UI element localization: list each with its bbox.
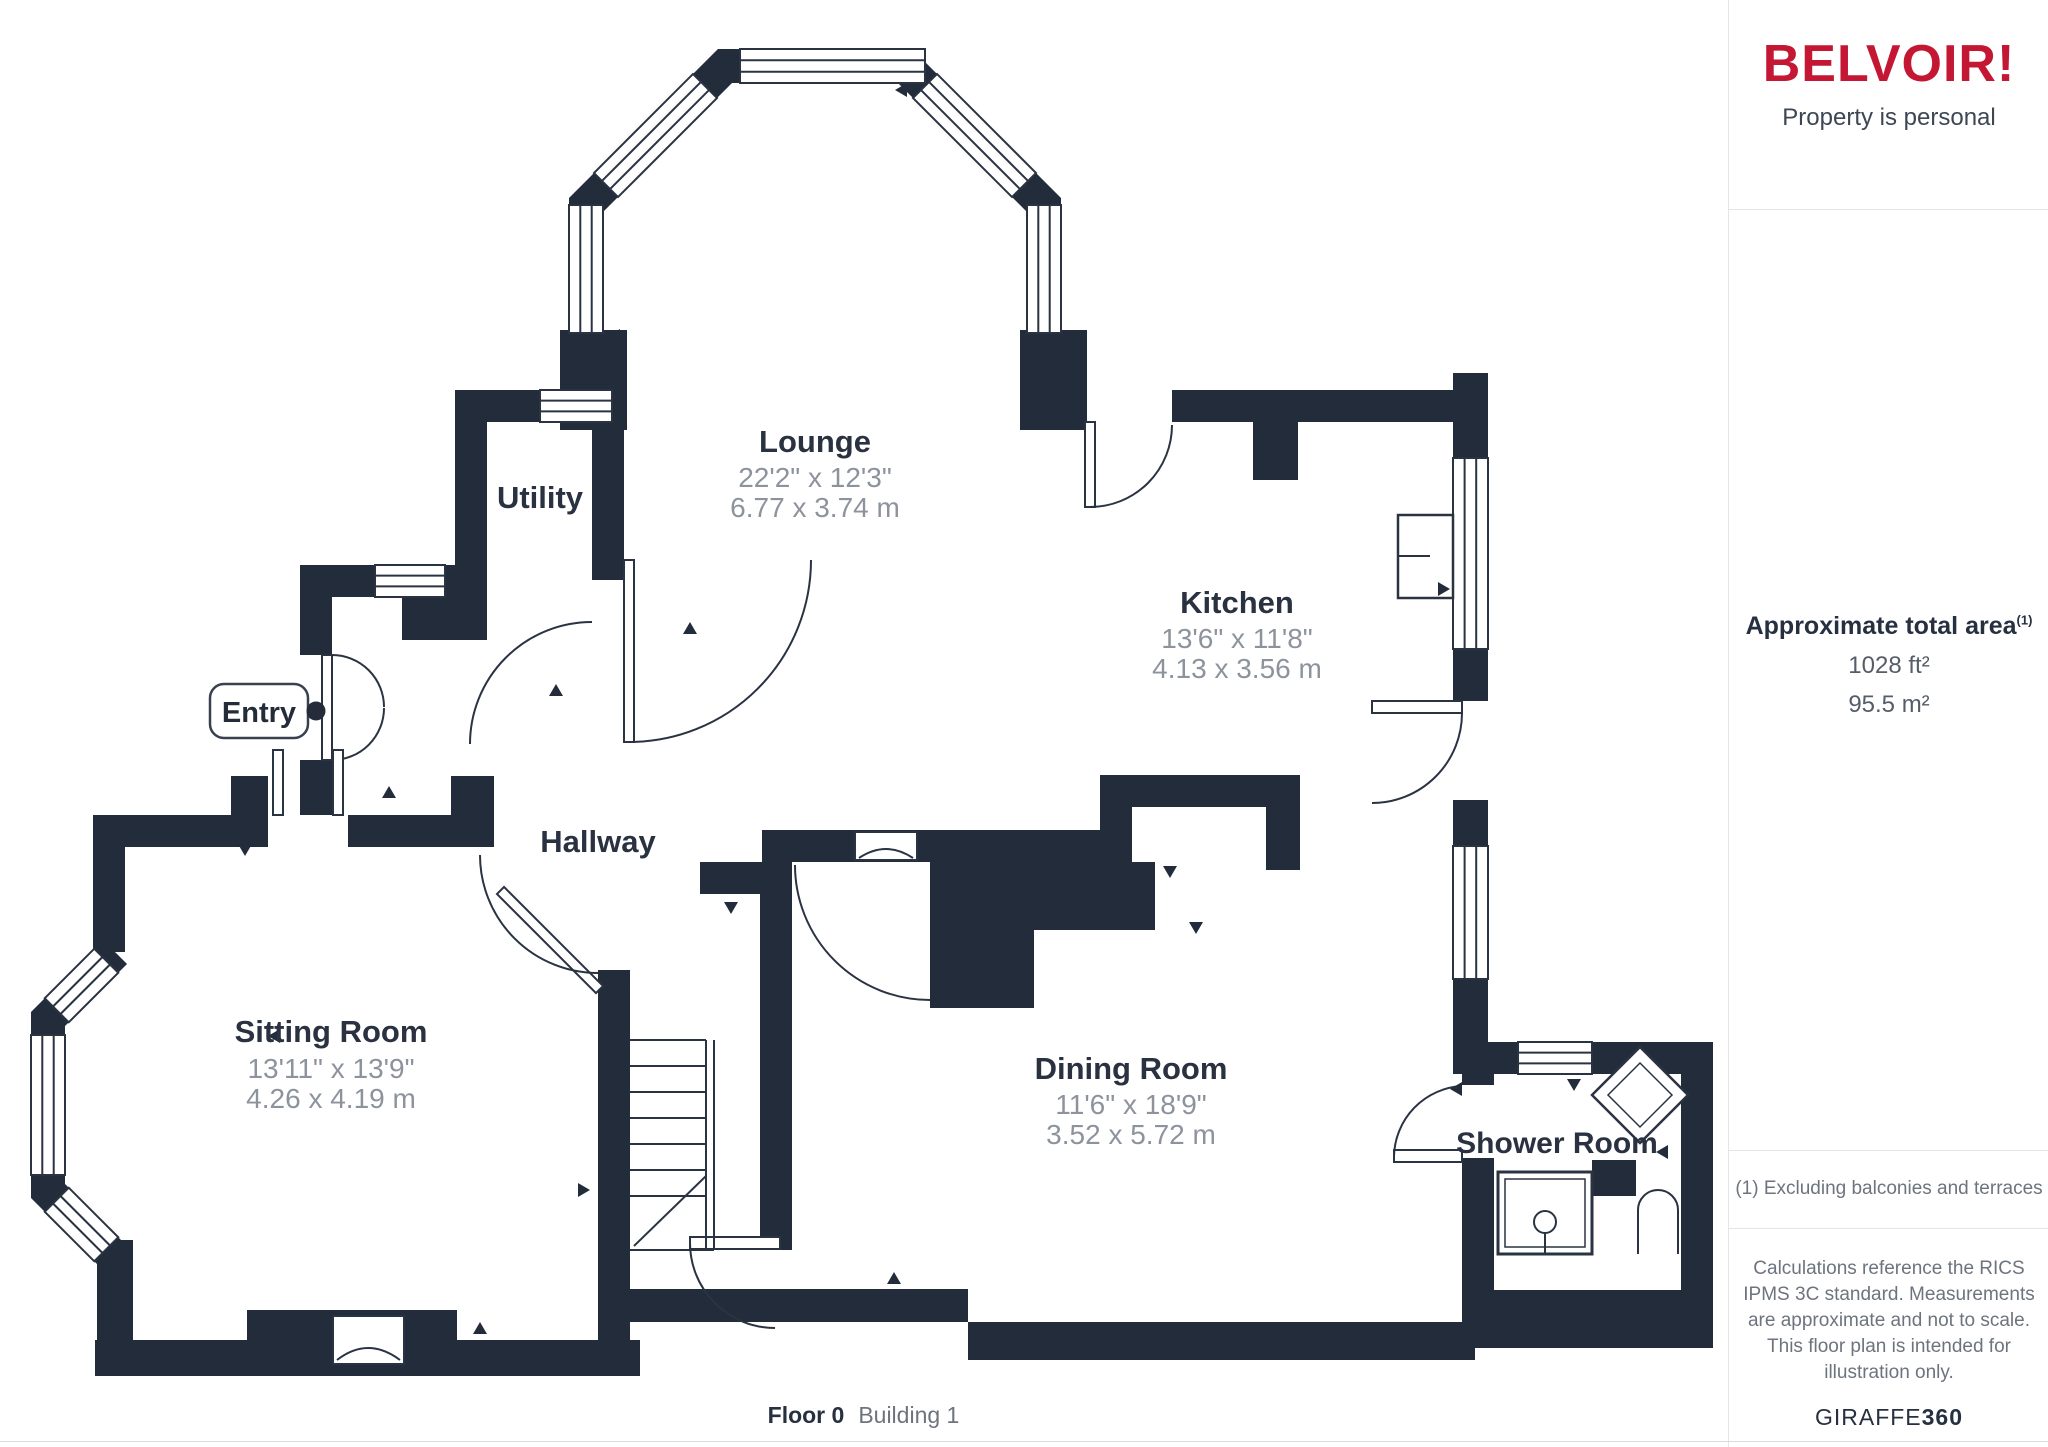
disclaimer-block: Calculations reference the RICS IPMS 3C …	[1739, 1256, 2039, 1430]
shower-door-arc	[1393, 1085, 1463, 1157]
page-bottom-divider	[0, 1441, 2048, 1442]
giraffe-360-text: 360	[1921, 1404, 1964, 1430]
sitting-bay-window-lower	[43, 1186, 120, 1263]
sitting-bay-window-mid	[30, 1034, 66, 1176]
room-label-hallway: Hallway	[540, 824, 656, 859]
brand-block: BELVOIR! Property is personal	[1729, 38, 2048, 132]
total-area-footnote-marker: (1)	[2016, 612, 2033, 628]
floor-label: Floor 0	[767, 1402, 845, 1428]
entry-window	[374, 564, 446, 598]
area-footnote: (1) Excluding balconies and terraces	[1735, 1178, 2043, 1199]
floorplan-canvas: Entry Lounge 22'2" x 12'3" 6.77 x 3.74 m…	[30, 48, 1713, 1376]
sitting-door-arc	[479, 854, 599, 974]
total-area-title: Approximate total area(1)	[1729, 612, 2048, 641]
bay-window-left-diagonal	[592, 72, 719, 199]
windows	[30, 48, 1593, 1263]
kitchen-appliance	[1396, 513, 1455, 600]
bay-window-top	[739, 48, 926, 84]
room-label-lounge: Lounge	[759, 424, 871, 459]
sidebar-divider	[1729, 1228, 2048, 1229]
bay-window-right	[1026, 204, 1062, 334]
room-dim-dining-room-metric: 3.52 x 5.72 m	[1046, 1119, 1216, 1150]
room-labels: Lounge 22'2" x 12'3" 6.77 x 3.74 m Utili…	[235, 424, 1658, 1160]
room-dim-dining-room-imperial: 11'6" x 18'9"	[1055, 1089, 1206, 1120]
bay-window-right-diagonal	[911, 72, 1038, 199]
disclaimer-text: Calculations reference the RICS IPMS 3C …	[1743, 1258, 2035, 1383]
brand-tagline: Property is personal	[1782, 104, 1996, 131]
room-label-shower-room: Shower Room	[1456, 1127, 1658, 1160]
room-dim-sitting-room-metric: 4.26 x 4.19 m	[246, 1083, 416, 1114]
kitchen-door-leaf	[1084, 421, 1096, 508]
fireplace	[332, 1315, 405, 1365]
giraffe-text: GIRAFFE	[1814, 1404, 1922, 1430]
room-label-utility: Utility	[497, 480, 584, 515]
total-area-title-text: Approximate total area	[1745, 612, 2017, 640]
shower-door-leaf	[1393, 1149, 1463, 1163]
toilet	[1637, 1189, 1679, 1254]
stairs-direction-line	[633, 1175, 707, 1247]
belvoir-logo: BELVOIR!	[1762, 35, 2016, 93]
dining-side-window	[1452, 845, 1489, 980]
sink	[1496, 1170, 1594, 1256]
total-area-imperial: 1028 ft²	[1848, 652, 1930, 679]
giraffe360-watermark: GIRAFFE360	[1739, 1404, 2039, 1430]
room-dim-lounge-imperial: 22'2" x 12'3"	[738, 462, 892, 493]
shower-window	[1517, 1041, 1593, 1075]
door-direction-markers	[238, 83, 1668, 1334]
shower-tray	[1590, 1045, 1690, 1145]
porch-inner-door-leaf-right	[332, 749, 344, 816]
dining-door-arc	[689, 1242, 776, 1329]
room-dim-sitting-room-imperial: 13'11" x 13'9"	[247, 1053, 414, 1084]
kitchen-rear-door-arc	[1371, 712, 1463, 804]
flue-inset	[854, 831, 918, 861]
sidebar-divider	[1729, 1150, 2048, 1151]
entry-point-dot	[306, 701, 326, 721]
kitchen-rear-door-leaf	[1371, 700, 1463, 714]
room-label-dining-room: Dining Room	[1035, 1051, 1228, 1086]
dining-door-leaf	[689, 1236, 781, 1250]
utility-window	[539, 389, 613, 423]
staircase	[630, 1039, 715, 1251]
building-label: Building 1	[858, 1402, 960, 1428]
plan-footer: Floor 0 Building 1	[0, 1402, 1727, 1429]
porch-inner-door-leaf-left	[272, 749, 284, 816]
total-area-block: Approximate total area(1) 1028 ft² 95.5 …	[1729, 612, 2048, 719]
floorplan-drawing: Entry Lounge 22'2" x 12'3" 6.77 x 3.74 m…	[30, 48, 1713, 1376]
sitting-door-leaf	[495, 885, 605, 995]
fixtures	[332, 513, 1690, 1365]
sitting-bay-window-upper	[43, 947, 120, 1024]
bay-window-left	[568, 204, 604, 334]
kitchen-door-arc	[1089, 424, 1173, 508]
lounge-door-arc	[628, 559, 812, 743]
utility-door-arc	[469, 621, 593, 745]
entry-door-arc-upper	[331, 654, 385, 708]
room-label-sitting-room: Sitting Room	[235, 1014, 428, 1049]
entry-badge-label: Entry	[222, 697, 296, 729]
room-label-kitchen: Kitchen	[1180, 585, 1294, 620]
room-dim-lounge-metric: 6.77 x 3.74 m	[730, 492, 900, 523]
entry-badge: Entry	[208, 682, 326, 740]
hallway-door-arc	[794, 864, 931, 1001]
sidebar-divider	[1729, 209, 2048, 210]
room-dim-kitchen-metric: 4.13 x 3.56 m	[1152, 653, 1322, 684]
kitchen-window	[1452, 457, 1489, 650]
lounge-door-leaf	[623, 559, 635, 743]
room-dim-kitchen-imperial: 13'6" x 11'8"	[1161, 623, 1312, 654]
doors	[272, 421, 1463, 1329]
total-area-metric: 95.5 m²	[1848, 691, 1930, 718]
info-panel: BELVOIR! Property is personal Approximat…	[1728, 0, 2048, 1447]
